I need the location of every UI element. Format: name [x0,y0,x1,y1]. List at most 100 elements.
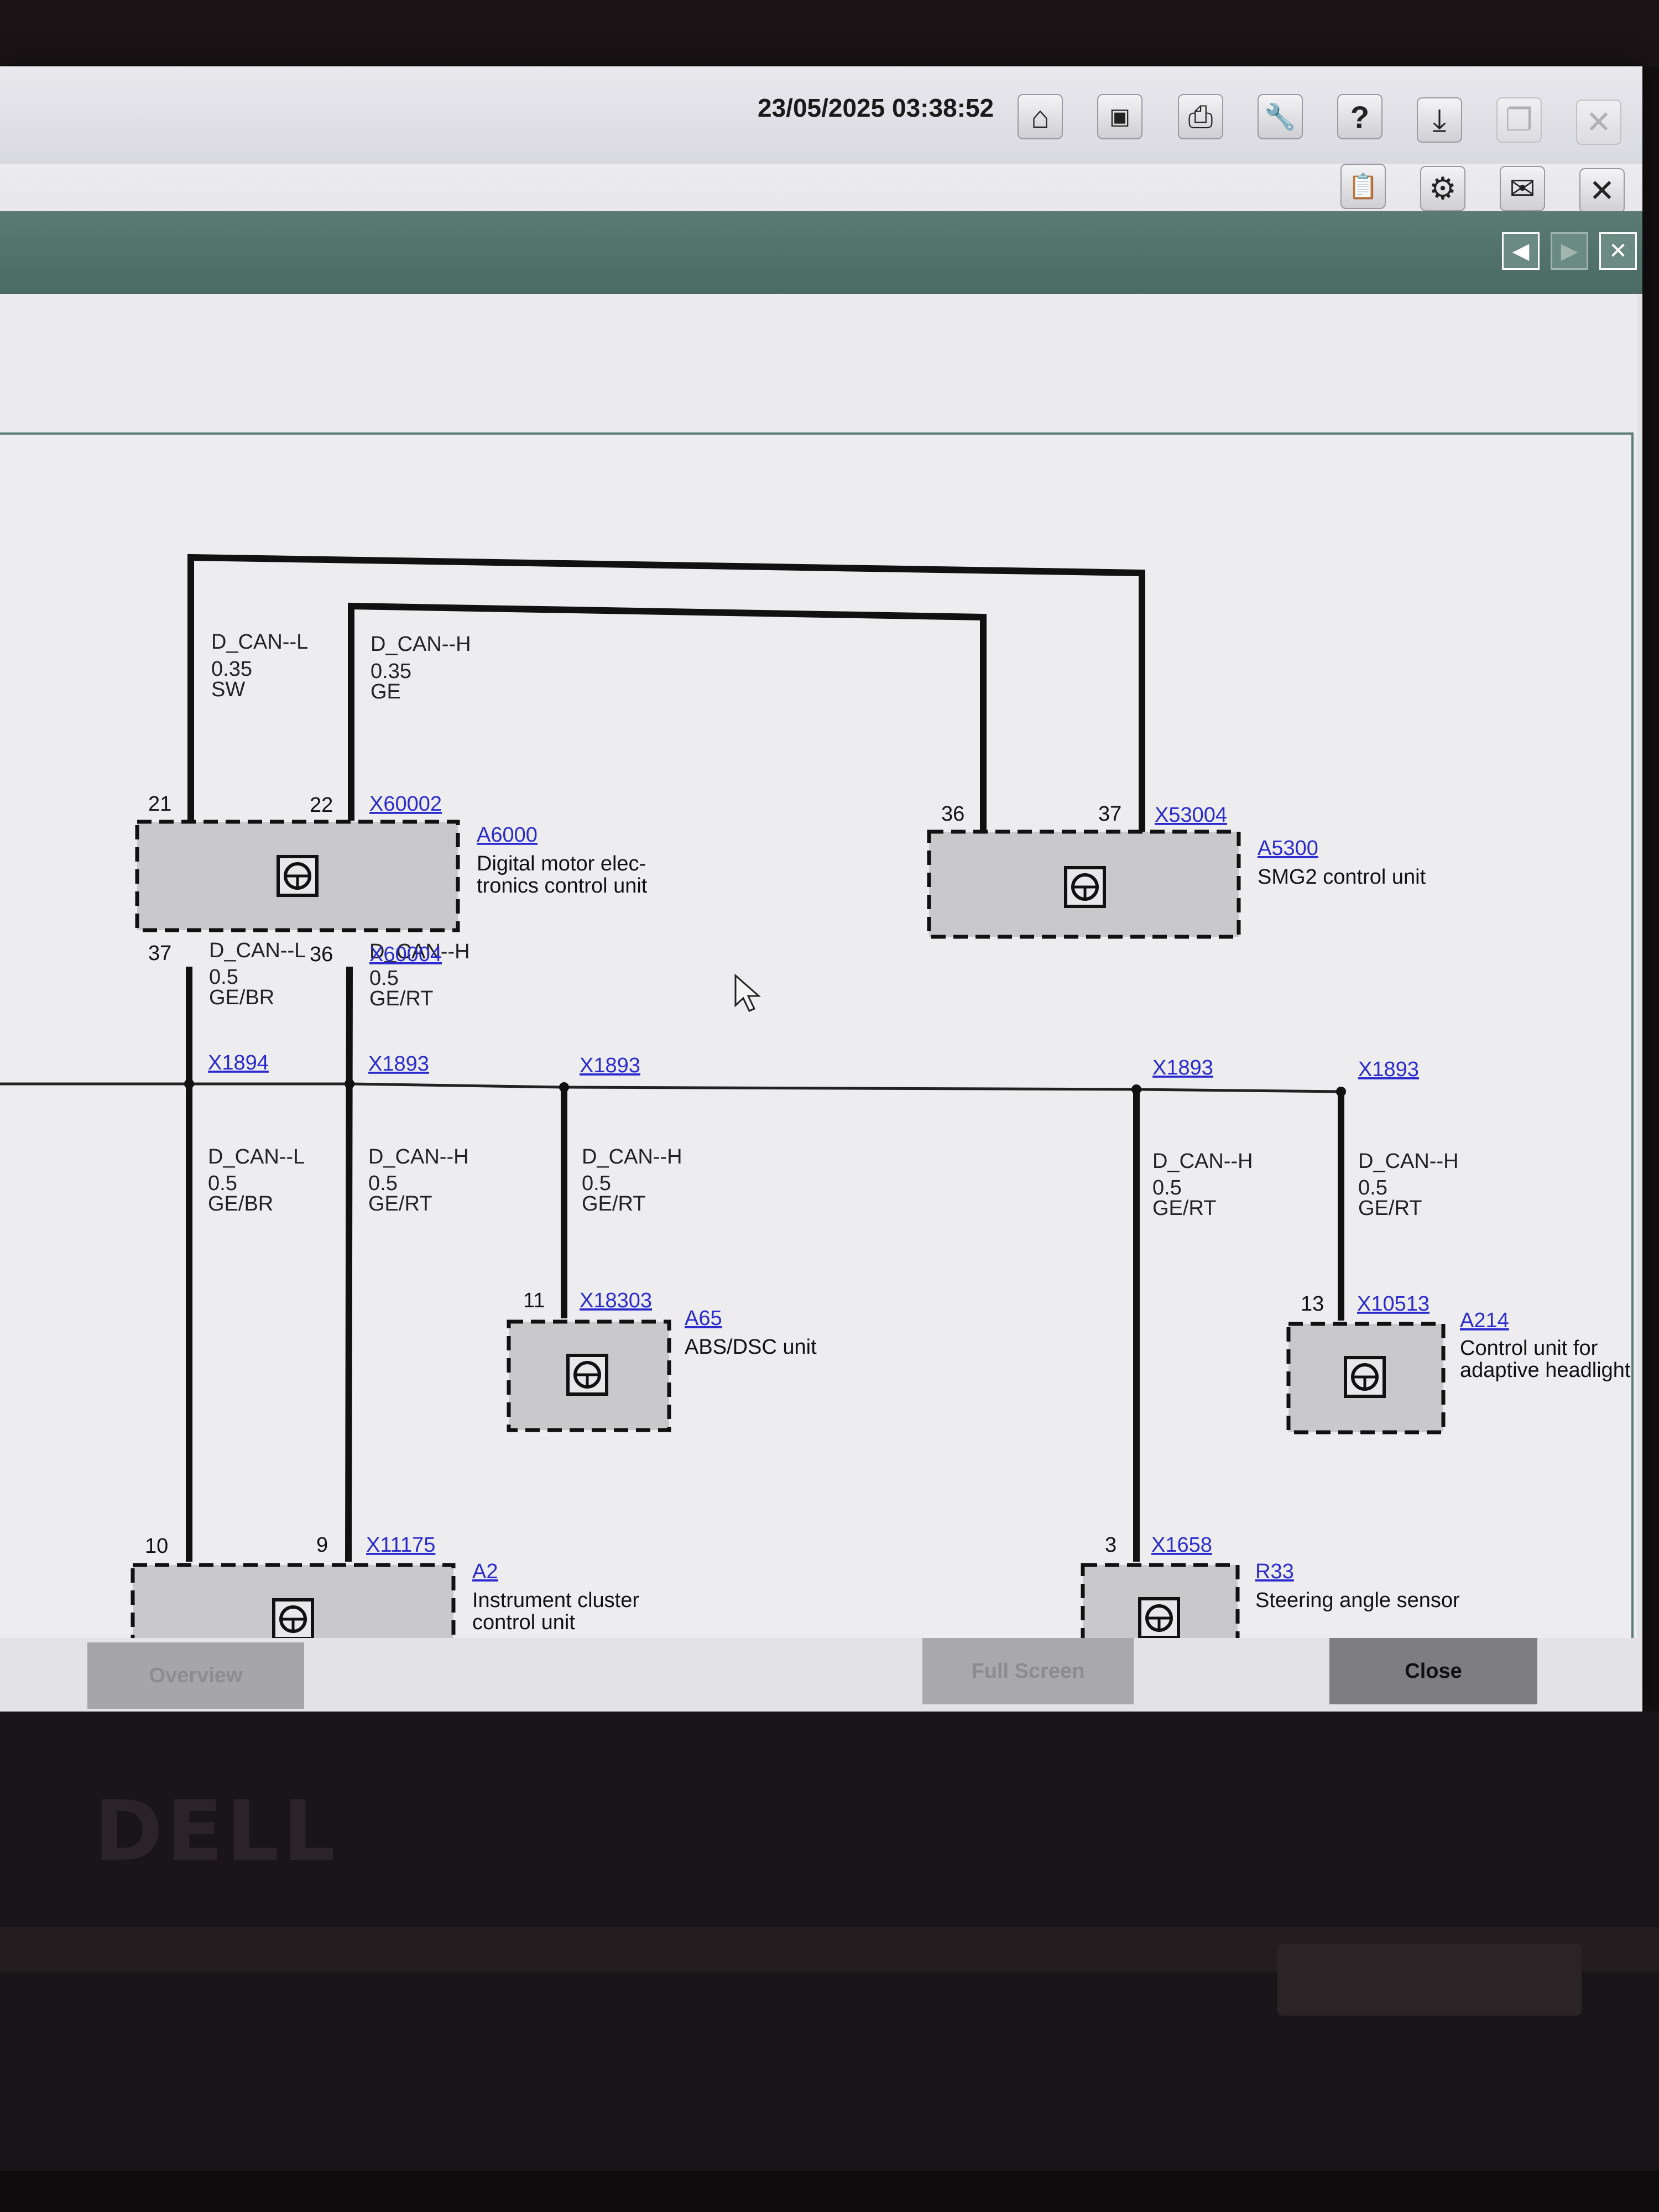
component-id-r33[interactable]: R33 [1255,1560,1294,1583]
pin-number: 21 [148,792,171,816]
pin-number: 9 [316,1533,328,1557]
svg-text:GE/RT: GE/RT [369,987,433,1010]
component-id-a2[interactable]: A2 [472,1560,498,1583]
signal-label-s1: D_CAN--L 0.35 SW [211,630,308,701]
component-desc: Steering angle sensor [1255,1589,1460,1612]
mail-icon[interactable]: ✉ [1500,166,1545,211]
connector-link-x1893[interactable]: X1893 [580,1054,640,1077]
next-icon[interactable]: ▶ [1551,232,1588,270]
component-a65[interactable] [507,1319,671,1432]
component-a6000[interactable] [135,820,460,932]
dell-logo: DELL [94,1783,339,1880]
svg-text:GE/RT: GE/RT [582,1192,645,1215]
component-desc: tronics control unit [477,874,648,898]
wire-can-h-top [348,602,987,919]
close-icon[interactable]: ✕ [1599,232,1637,270]
svg-text:D_CAN--H: D_CAN--H [371,633,471,656]
wire-can-h-lower [345,966,353,1562]
signal-label-s8: D_CAN--H 0.5 GE/RT [1152,1150,1253,1220]
wiring-diagram-frame: 21 22 37 36 36 37 10 9 11 3 13 D_CAN--L … [0,432,1634,1695]
pin-number: 13 [1301,1292,1324,1316]
component-desc: ABS/DSC unit [685,1335,817,1359]
svg-text:0.35: 0.35 [211,658,252,681]
pin-number: 36 [310,943,333,966]
junction-dot [1131,1084,1141,1094]
panel-header-band [0,211,1642,294]
previous-icon[interactable]: ◀ [1502,232,1540,270]
component-a5300[interactable] [927,830,1241,939]
restore-icon[interactable]: ❐ [1496,97,1542,143]
signal-label-s3: D_CAN--L 0.5 GE/BR [209,939,306,1009]
svg-text:0.35: 0.35 [371,660,411,683]
steering-wheel-icon [1064,866,1106,908]
mouse-cursor-icon [734,973,761,1012]
connector-link-x1893[interactable]: X1893 [1152,1056,1213,1079]
svg-text:0.5: 0.5 [209,966,238,989]
connector-link-x60002[interactable]: X60002 [369,792,442,816]
component-id-a65[interactable]: A65 [685,1307,722,1330]
title-bar: 23/05/2025 03:38:52 ⌂ ▣ ⎙ 🔧 ? ⤓ ❐ ✕ [0,66,1642,165]
wrench-icon[interactable]: 🔧 [1258,94,1303,139]
wiring-diagram: 21 22 37 36 36 37 10 9 11 3 13 D_CAN--L … [0,554,1631,1676]
content-area: 21 22 37 36 36 37 10 9 11 3 13 D_CAN--L … [0,294,1637,1695]
dual-screen-icon[interactable]: ▣ [1097,94,1142,139]
close-icon[interactable]: ✕ [1579,168,1625,213]
pin-number: 22 [310,794,333,817]
connector-link-x1658[interactable]: X1658 [1151,1533,1212,1557]
connector-link-x1893[interactable]: X1893 [1358,1058,1419,1081]
pin-number: 11 [523,1289,545,1312]
connector-link-x18303[interactable]: X18303 [580,1289,652,1312]
connector-link-x10513[interactable]: X10513 [1357,1292,1430,1316]
svg-text:D_CAN--H: D_CAN--H [1152,1150,1253,1173]
steering-wheel-icon [1138,1597,1180,1639]
component-desc: SMG2 control unit [1258,865,1426,889]
steering-wheel-icon [276,855,319,897]
svg-text:0.5: 0.5 [208,1172,237,1195]
signal-label-s6: D_CAN--H 0.5 GE/RT [368,1145,469,1215]
signal-label-s5: D_CAN--L 0.5 GE/BR [208,1145,305,1215]
junction-dot [345,1079,354,1089]
svg-text:D_CAN--H: D_CAN--H [1358,1150,1459,1173]
junction-dot [1336,1087,1346,1097]
signal-label-s2: D_CAN--H 0.35 GE [371,633,471,703]
svg-text:0.5: 0.5 [1358,1176,1387,1199]
connector-link-x11175[interactable]: X11175 [366,1533,435,1557]
wire-can-l-top [187,554,1145,919]
connector-link-x53004[interactable]: X53004 [1155,804,1227,827]
full-screen-button[interactable]: Full Screen [922,1638,1134,1704]
svg-text:GE/RT: GE/RT [368,1192,432,1215]
svg-text:GE: GE [371,680,401,703]
gear-icon[interactable]: ⚙ [1420,166,1465,211]
print-icon[interactable]: ⎙ [1178,94,1223,139]
screen-bezel [0,0,1659,66]
laptop-body: DELL [0,1712,1659,2212]
connector-link-x1894[interactable]: X1894 [208,1051,269,1074]
pin-number: 10 [145,1535,168,1558]
down-arrow-icon[interactable]: ⤓ [1417,97,1462,143]
component-id-a214[interactable]: A214 [1460,1309,1509,1332]
signal-label-s9: D_CAN--H 0.5 GE/RT [1358,1150,1459,1220]
pin-number: 3 [1105,1533,1117,1557]
component-a214[interactable] [1286,1322,1446,1434]
svg-text:D_CAN--H: D_CAN--H [368,1145,469,1168]
svg-text:0.5: 0.5 [368,1172,398,1195]
connector-link-x60004[interactable]: X60004 [369,943,442,966]
junction-dot [559,1082,569,1092]
connector-link-x1893[interactable]: X1893 [368,1052,429,1076]
svg-text:0.5: 0.5 [369,967,399,990]
close-icon[interactable]: ✕ [1576,100,1621,145]
clipboard-icon[interactable]: 📋 [1340,164,1386,209]
svg-text:D_CAN--L: D_CAN--L [208,1145,305,1168]
component-id-a5300[interactable]: A5300 [1258,837,1318,860]
home-icon[interactable]: ⌂ [1018,94,1063,139]
help-icon[interactable]: ? [1337,94,1383,139]
overview-button[interactable]: Overview [87,1642,304,1709]
steering-wheel-icon [272,1598,314,1640]
svg-text:0.5: 0.5 [582,1172,611,1195]
component-id-a6000[interactable]: A6000 [477,823,538,847]
svg-text:SW: SW [211,678,245,701]
close-button[interactable]: Close [1329,1638,1537,1704]
svg-text:D_CAN--L: D_CAN--L [211,630,308,654]
svg-text:D_CAN--H: D_CAN--H [369,940,470,963]
diagnostic-app-window: 23/05/2025 03:38:52 ⌂ ▣ ⎙ 🔧 ? ⤓ ❐ ✕ 📋 ⚙ … [0,66,1642,1712]
